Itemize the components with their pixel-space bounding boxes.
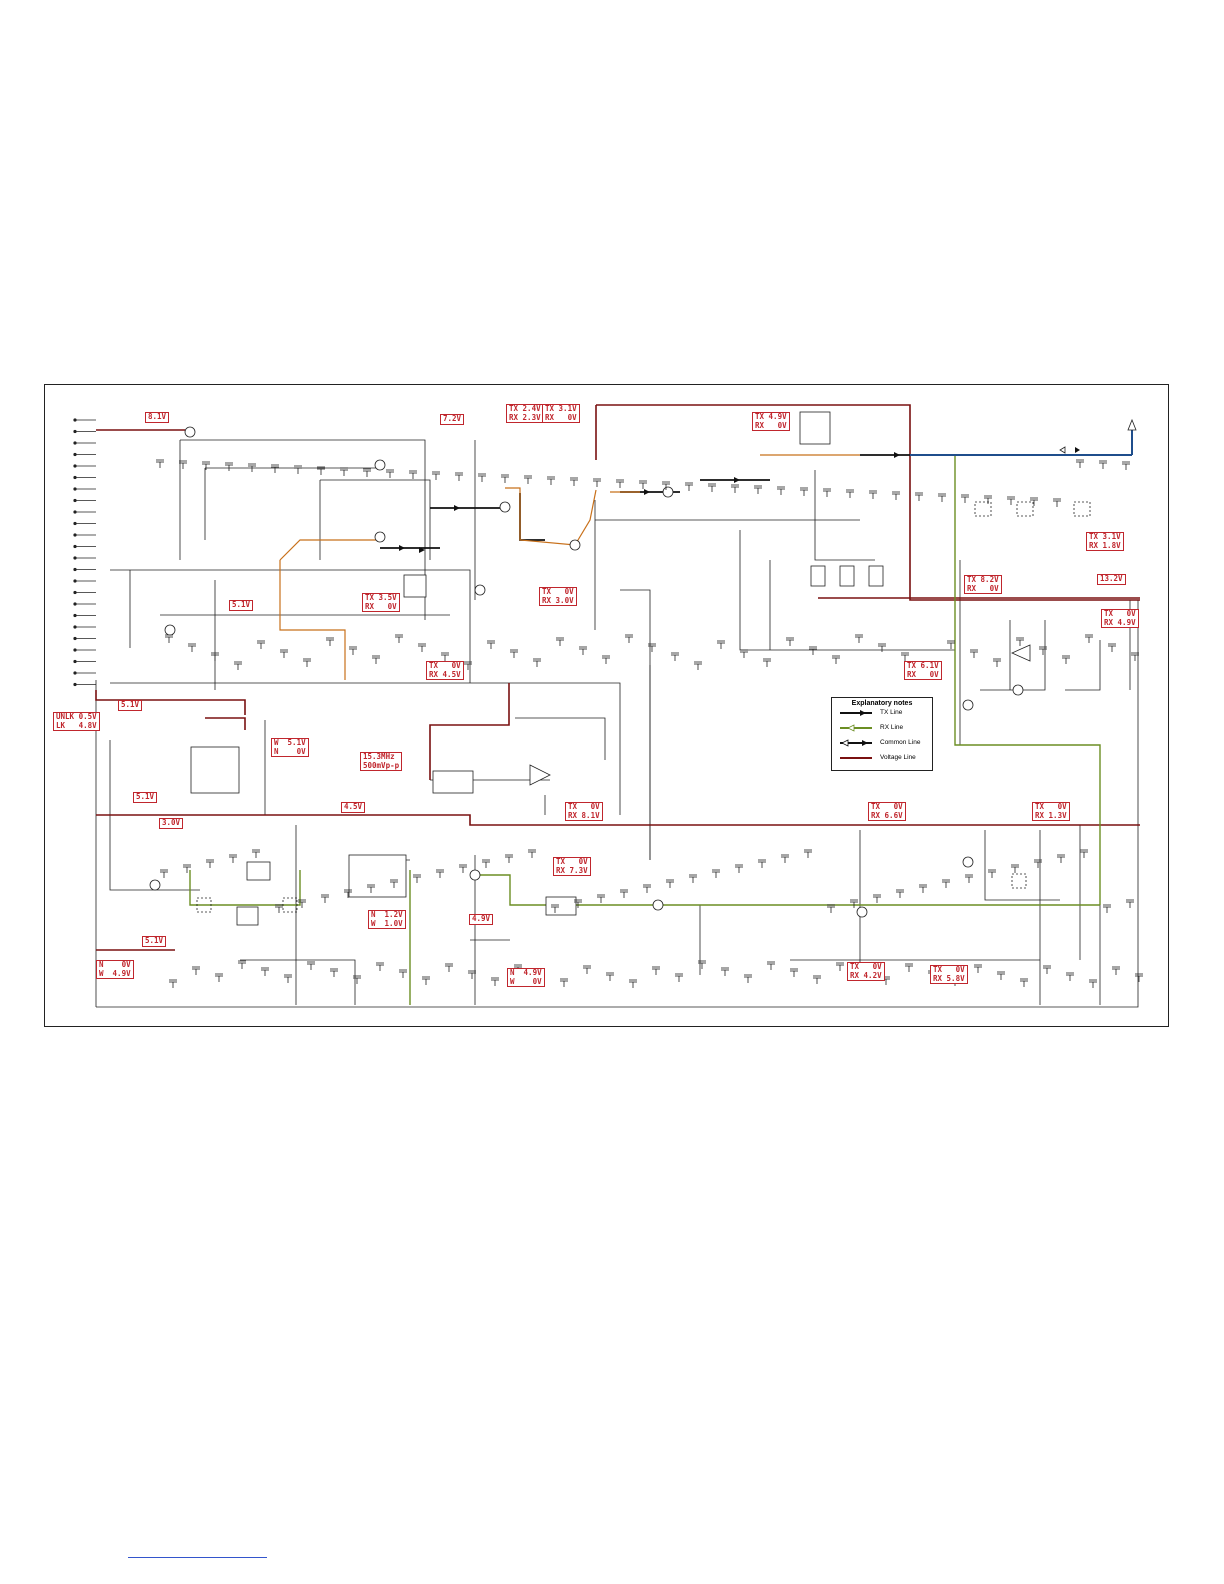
voltage-label-line: TX 4.9V <box>755 412 787 421</box>
voltage-label-line: TX 0V <box>850 962 882 971</box>
voltage-label-line: N 0V <box>274 746 306 756</box>
voltage-label-line: TX 2.4V <box>509 404 541 413</box>
voltage-label-line: 8.1V <box>148 412 167 421</box>
voltage-label: 5.1V <box>229 600 254 611</box>
voltage-label: 7.2V <box>440 414 465 425</box>
voltage-label: 4.9V <box>469 914 494 925</box>
voltage-label-line: RX 0V <box>967 583 999 593</box>
voltage-label-line: 3.0V <box>162 818 181 827</box>
voltage-label-line: RX 1.3V <box>1035 810 1067 820</box>
footer-link-underline[interactable] <box>128 1557 267 1558</box>
voltage-label-line: TX 0V <box>1104 609 1136 618</box>
legend-swatches <box>840 710 872 759</box>
voltage-label-line: RX 0V <box>365 601 397 611</box>
voltage-label-line: RX 0V <box>907 669 939 679</box>
voltage-label-line: TX 6.1V <box>907 661 939 670</box>
voltage-label-line: 5.1V <box>145 936 164 945</box>
voltage-label-line: 500mVp-p <box>363 760 400 770</box>
voltage-label-line: 4.9V <box>472 914 491 923</box>
voltage-label-line: 5.1V <box>232 600 251 609</box>
voltage-label: 4.5V <box>341 802 366 813</box>
voltage-label-line: W 0V <box>510 976 542 986</box>
legend-item-rx-line: RX Line <box>880 724 904 731</box>
voltage-label-line: 7.2V <box>443 414 462 423</box>
voltage-label-line: RX 3.0V <box>542 595 574 605</box>
voltage-label-line: RX 5.8V <box>933 973 965 983</box>
voltage-label-line: UNLK 0.5V <box>56 712 97 721</box>
voltage-label-line: TX 0V <box>568 802 600 811</box>
voltage-label-line: 5.1V <box>136 792 155 801</box>
voltage-label-line: 15.3MHz <box>363 752 395 761</box>
voltage-label-line: TX 3.5V <box>365 593 397 602</box>
voltage-label-line: LK 4.8V <box>56 720 97 730</box>
voltage-label-line: RX 6.6V <box>871 810 903 820</box>
voltage-label-line: W 1.0V <box>371 918 403 928</box>
voltage-label-line: TX 0V <box>871 802 903 811</box>
voltage-label-line: 13.2V <box>1100 574 1123 583</box>
voltage-label-line: W 4.9V <box>99 968 131 978</box>
voltage-label-line: N 4.9V <box>510 968 542 977</box>
voltage-label-line: TX 0V <box>542 587 574 596</box>
voltage-label-line: RX 2.3V <box>509 412 541 422</box>
voltage-label-line: TX 0V <box>556 857 588 866</box>
voltage-label-line: 4.5V <box>344 802 363 811</box>
voltage-label: 5.1V <box>118 700 143 711</box>
schematic-frame <box>44 384 1169 1027</box>
voltage-label-line: RX 7.3V <box>556 865 588 875</box>
voltage-label-line: TX 0V <box>1035 802 1067 811</box>
legend-box: Explanatory notes TX Line RX Line Common… <box>831 697 933 771</box>
voltage-label-line: N 1.2V <box>371 910 403 919</box>
voltage-label-line: TX 3.1V <box>1089 532 1121 541</box>
voltage-label-line: RX 8.1V <box>568 810 600 820</box>
voltage-label-line: RX 0V <box>545 412 577 422</box>
legend-item-common-line: Common Line <box>880 739 921 746</box>
voltage-label-line: RX 0V <box>755 420 787 430</box>
voltage-label-line: TX 0V <box>933 965 965 974</box>
voltage-label: 5.1V <box>142 936 167 947</box>
voltage-label-line: RX 1.8V <box>1089 540 1121 550</box>
voltage-label-line: RX 4.5V <box>429 669 461 679</box>
legend-item-voltage-line: Voltage Line <box>880 754 916 761</box>
voltage-label-line: TX 3.1V <box>545 404 577 413</box>
voltage-label: 5.1V <box>133 792 158 803</box>
legend-title: Explanatory notes <box>851 700 913 707</box>
voltage-label-line: W 5.1V <box>274 738 306 747</box>
voltage-label-line: RX 4.2V <box>850 970 882 980</box>
voltage-label-line: 5.1V <box>121 700 140 709</box>
voltage-label-line: RX 4.9V <box>1104 617 1136 627</box>
voltage-label-line: TX 8.2V <box>967 575 999 584</box>
voltage-label: 8.1V <box>145 412 170 423</box>
voltage-label: 3.0V <box>159 818 184 829</box>
legend-item-tx-line: TX Line <box>880 709 903 716</box>
voltage-label-line: N 0V <box>99 960 131 969</box>
voltage-label: 13.2V <box>1097 574 1126 585</box>
voltage-label-line: TX 0V <box>429 661 461 670</box>
